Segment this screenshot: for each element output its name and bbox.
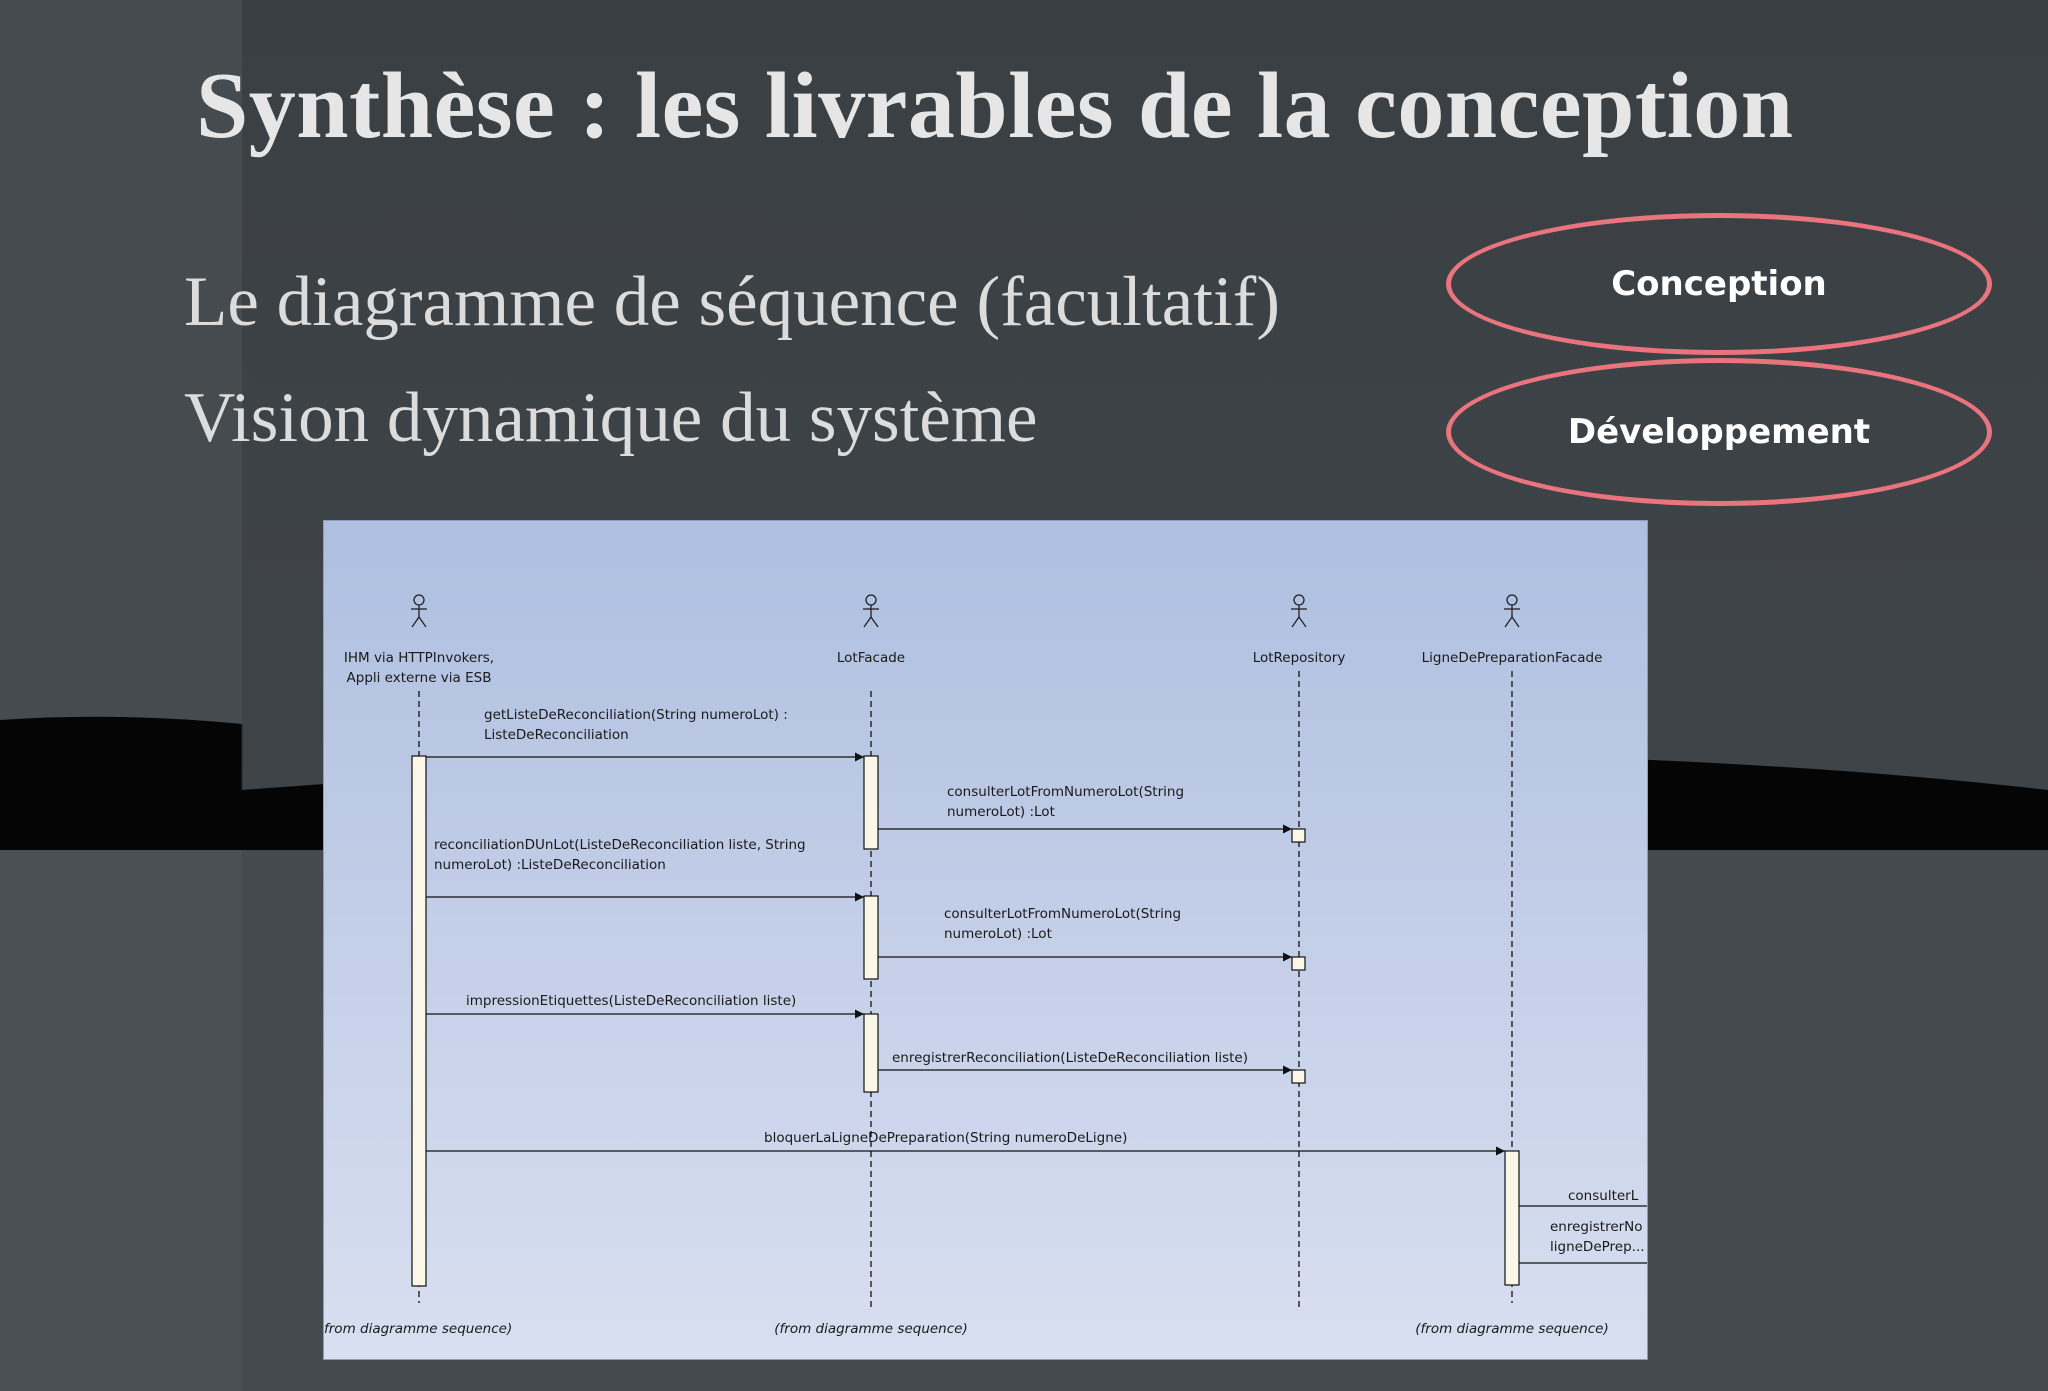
activation-lotfacade-3 bbox=[863, 1013, 879, 1093]
message-label-getlistedereconciliation-2: ListeDeReconciliation bbox=[484, 727, 629, 743]
developpement-badge-label: Développement bbox=[1567, 412, 1871, 452]
message-label-consulterlot-2a: consulterLotFromNumeroLot(String bbox=[944, 906, 1181, 922]
message-label-enregistrerno-1: enregistrerNo bbox=[1550, 1219, 1643, 1235]
message-label-enregistrerreconciliation: enregistrerReconciliation(ListeDeReconci… bbox=[892, 1050, 1248, 1066]
message-label-consulterl: consulterL bbox=[1568, 1188, 1639, 1204]
message-label-impressionetiquettes: impressionEtiquettes(ListeDeReconciliati… bbox=[466, 993, 796, 1009]
message-label-reconciliationdunlot-2: numeroLot) :ListeDeReconciliation bbox=[434, 857, 666, 873]
activation-lotrepository-1 bbox=[1291, 828, 1306, 843]
activation-lotrepository-2 bbox=[1291, 956, 1306, 971]
message-label-reconciliationdunlot-1: reconciliationDUnLot(ListeDeReconciliati… bbox=[434, 837, 806, 853]
conception-badge: Conception bbox=[1446, 213, 1992, 355]
activation-lotrepository-3 bbox=[1291, 1069, 1306, 1084]
message-label-consulterlot-1b: numeroLot) :Lot bbox=[947, 804, 1055, 820]
slide-line-diagram: Le diagramme de séquence (facultatif) bbox=[184, 263, 1280, 341]
lifeline-label-ihm-2: Appli externe via ESB bbox=[347, 670, 492, 686]
message-label-enregistrerno-2: ligneDePrep... bbox=[1550, 1239, 1645, 1255]
activation-lotfacade-1 bbox=[863, 755, 879, 850]
lifeline-label-ihm-1: IHM via HTTPInvokers, bbox=[344, 650, 494, 666]
sequence-diagram-canvas: IHM via HTTPInvokers, Appli externe via … bbox=[324, 594, 1647, 1337]
activation-ihm bbox=[411, 755, 427, 1287]
from-label-ihm: from diagramme sequence) bbox=[324, 1321, 512, 1337]
message-label-getlistedereconciliation-1: getListeDeReconciliation(String numeroLo… bbox=[484, 707, 788, 723]
sequence-diagram: IHM via HTTPInvokers, Appli externe via … bbox=[323, 520, 1648, 1360]
message-label-consulterlot-1a: consulterLotFromNumeroLot(String bbox=[947, 784, 1184, 800]
actor-icon-ihm bbox=[411, 594, 427, 628]
background-lower-left bbox=[0, 848, 242, 1391]
from-label-lotfacade: (from diagramme sequence) bbox=[774, 1321, 967, 1337]
message-label-bloquerlaligne: bloquerLaLigneDePreparation(String numer… bbox=[764, 1130, 1127, 1146]
lifeline-label-lotrepository: LotRepository bbox=[1253, 650, 1346, 666]
actor-icon-lotrepository bbox=[1291, 594, 1307, 628]
activation-lotfacade-2 bbox=[863, 895, 879, 980]
conception-badge-label: Conception bbox=[1611, 264, 1827, 304]
lifeline-label-lignedepreparation: LigneDePreparationFacade bbox=[1422, 650, 1603, 666]
lifeline-label-lotfacade: LotFacade bbox=[837, 650, 905, 666]
from-label-lignedepreparation: (from diagramme sequence) bbox=[1415, 1321, 1608, 1337]
slide-line-vision: Vision dynamique du système bbox=[184, 379, 1038, 457]
slide-title: Synthèse : les livrables de la conceptio… bbox=[196, 54, 1794, 158]
actor-icon-lignedepreparation bbox=[1504, 594, 1520, 628]
developpement-badge: Développement bbox=[1446, 358, 1992, 506]
message-label-consulterlot-2b: numeroLot) :Lot bbox=[944, 926, 1052, 942]
activation-lignedepreparation bbox=[1504, 1150, 1520, 1286]
actor-icon-lotfacade bbox=[863, 594, 879, 628]
